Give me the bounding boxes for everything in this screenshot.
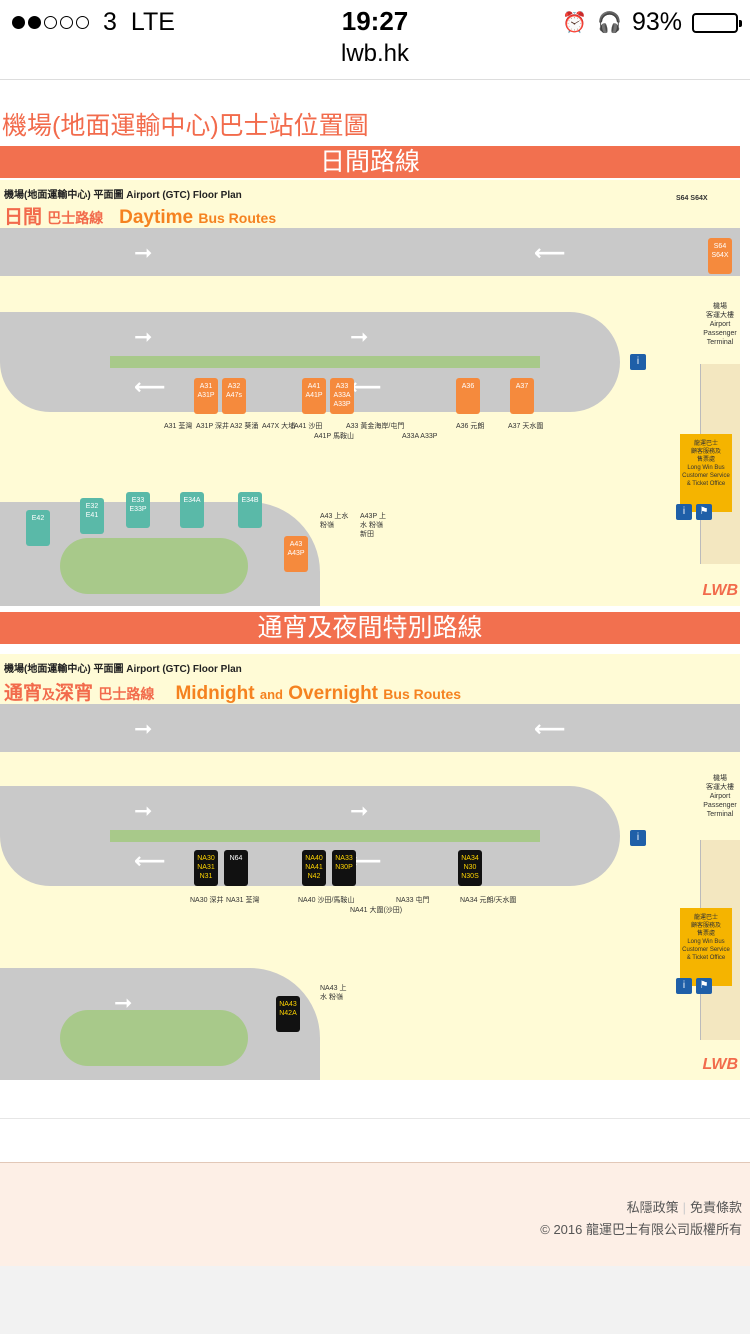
customer-service-office[interactable]: 龍運巴士 顧客服務及 售票處 Long Win Bus Customer Ser… [680,434,732,512]
destination-label: A32 葵涌 [230,423,259,430]
info-icon: i [630,354,646,370]
top-routes-label: S64 S64X [676,195,708,202]
network-label: LTE [130,8,175,36]
destination-label: NA33 屯門 [396,897,430,904]
destination-label: A43P 上水 粉嶺 新田 [360,513,386,538]
address-bar[interactable]: lwb.hk [0,40,750,80]
arrow-left-icon: ⟵ [534,240,566,265]
map-header-small: 機場(地面運輸中心) 平面圖 Airport (GTC) Floor Plan [4,664,242,675]
bus-stop[interactable]: A31 A31P [194,378,218,414]
clock: 19:27 [341,6,409,36]
bus-stop[interactable]: NA43 N42A [276,996,300,1032]
battery-percent: 93% [631,8,682,36]
destination-label: A37 天水圍 [508,423,544,430]
platform-strip [110,830,540,842]
info-icon: i [676,504,692,520]
bus-stop[interactable]: N64 [224,850,248,886]
destination-label: NA40 沙田/馬鞍山 [298,897,355,904]
bus-stop[interactable]: E34B [238,492,262,528]
bus-stop[interactable]: A36 [456,378,480,414]
night-banner: 通宵及夜間特別路線 [0,612,740,644]
top-road [0,228,740,276]
battery-icon [692,12,742,33]
terminal-label: 機場 客運大樓 Airport Passenger Terminal [703,775,737,818]
alarm-icon: ⏰ [562,12,588,34]
bus-stop[interactable]: A33 A33A A33P [330,378,354,414]
map-header-small: 機場(地面運輸中心) 平面圖 Airport (GTC) Floor Plan [4,190,242,201]
destination-label: A43 上水 粉嶺 [320,513,349,529]
green-island [60,1010,248,1066]
bus-stop[interactable]: A41 A41P [302,378,326,414]
destination-label: A33 黃金海岸/屯門 [346,423,405,430]
arrow-left-icon: ⟵ [134,848,166,873]
destination-label: A31P 深井 [196,423,229,430]
disclaimer-link[interactable]: 免責條款 [689,1200,742,1215]
copyright: © 2016 龍運巴士有限公司版權所有 [540,1222,742,1237]
bus-stop[interactable]: NA40 NA41 N42 [302,850,326,886]
info-icon: i [630,830,646,846]
page-title: 機場(地面運輸中心)巴士站位置圖 [2,112,369,140]
bus-stop[interactable]: E42 [26,510,50,546]
arrow-left-icon: ⟵ [134,374,166,399]
bus-stop[interactable]: NA30 NA31 N31 [194,850,218,886]
footer-links: 私隱政策|免責條款 [626,1200,742,1215]
bottom-area [0,1266,750,1334]
divider [0,1118,750,1119]
terminal-label: 機場 客運大樓 Airport Passenger Terminal [703,303,737,346]
destination-label: NA43 上水 粉嶺 [320,985,347,1001]
arrow-right-icon: ➞ [134,798,153,823]
ticket-icon: ⚑ [696,978,712,994]
destination-label: A41P 馬鞍山 [314,433,354,440]
status-bar: 3 LTE 19:27 ⏰ 🎧 93% [0,0,750,40]
footer: 私隱政策|免責條款 © 2016 龍運巴士有限公司版權所有 [0,1162,750,1266]
green-island [60,538,248,594]
bus-stop[interactable]: E34A [180,492,204,528]
arrow-left-icon: ⟵ [350,374,382,399]
map-header: 日間 巴士路線 Daytime Bus Routes [4,207,277,228]
platform-strip [110,356,540,368]
arrow-right-icon: ➞ [134,240,153,265]
map-header: 通宵及深宵 巴士路線 Midnight and Overnight Bus Ro… [4,683,462,704]
headphones-icon: 🎧 [597,12,622,34]
destination-label: NA41 大圍(沙田) [350,907,403,914]
lwb-logo: LWB [702,1056,738,1073]
customer-service-office[interactable]: 龍運巴士 顧客服務及 售票處 Long Win Bus Customer Ser… [680,908,732,986]
bus-stop[interactable]: NA34 N30 N30S [458,850,482,886]
bus-stop[interactable]: NA33 N30P [332,850,356,886]
top-road [0,704,740,752]
bus-stop-s64[interactable]: S64 S64X [708,238,732,274]
arrow-right-icon: ➞ [114,990,133,1015]
destination-label: A41 沙田 [294,423,323,430]
arrow-right-icon: ➞ [134,324,153,349]
bus-stop[interactable]: E32 E41 [80,498,104,534]
destination-label: A33A A33P [402,433,438,440]
bus-stop[interactable]: E33 E33P [126,492,150,528]
destination-label: A47X 大埔 [262,423,296,430]
bus-stop[interactable]: A32 A47s [222,378,246,414]
daytime-banner: 日間路線 [0,146,740,178]
bus-stop[interactable]: A37 [510,378,534,414]
destination-label: A36 元朗 [456,423,485,430]
bus-stop[interactable]: A43 A43P [284,536,308,572]
daytime-map: 機場(地面運輸中心) 平面圖 Airport (GTC) Floor Plan … [0,180,740,606]
carrier-label: 3 [103,8,117,36]
destination-label: NA34 元朗/天水圍 [460,897,517,904]
arrow-left-icon: ⟵ [534,716,566,741]
info-icon: i [676,978,692,994]
destination-label: NA30 深井 [190,897,224,904]
signal-strength-icon [12,16,89,29]
lwb-logo: LWB [702,582,738,599]
arrow-right-icon: ➞ [134,716,153,741]
ticket-icon: ⚑ [696,504,712,520]
destination-label: NA31 荃灣 [226,897,260,904]
night-map: 機場(地面運輸中心) 平面圖 Airport (GTC) Floor Plan … [0,654,740,1080]
arrow-right-icon: ➞ [350,324,369,349]
destination-label: A31 荃灣 [164,423,193,430]
arrow-right-icon: ➞ [350,798,369,823]
privacy-link[interactable]: 私隱政策 [626,1200,679,1215]
